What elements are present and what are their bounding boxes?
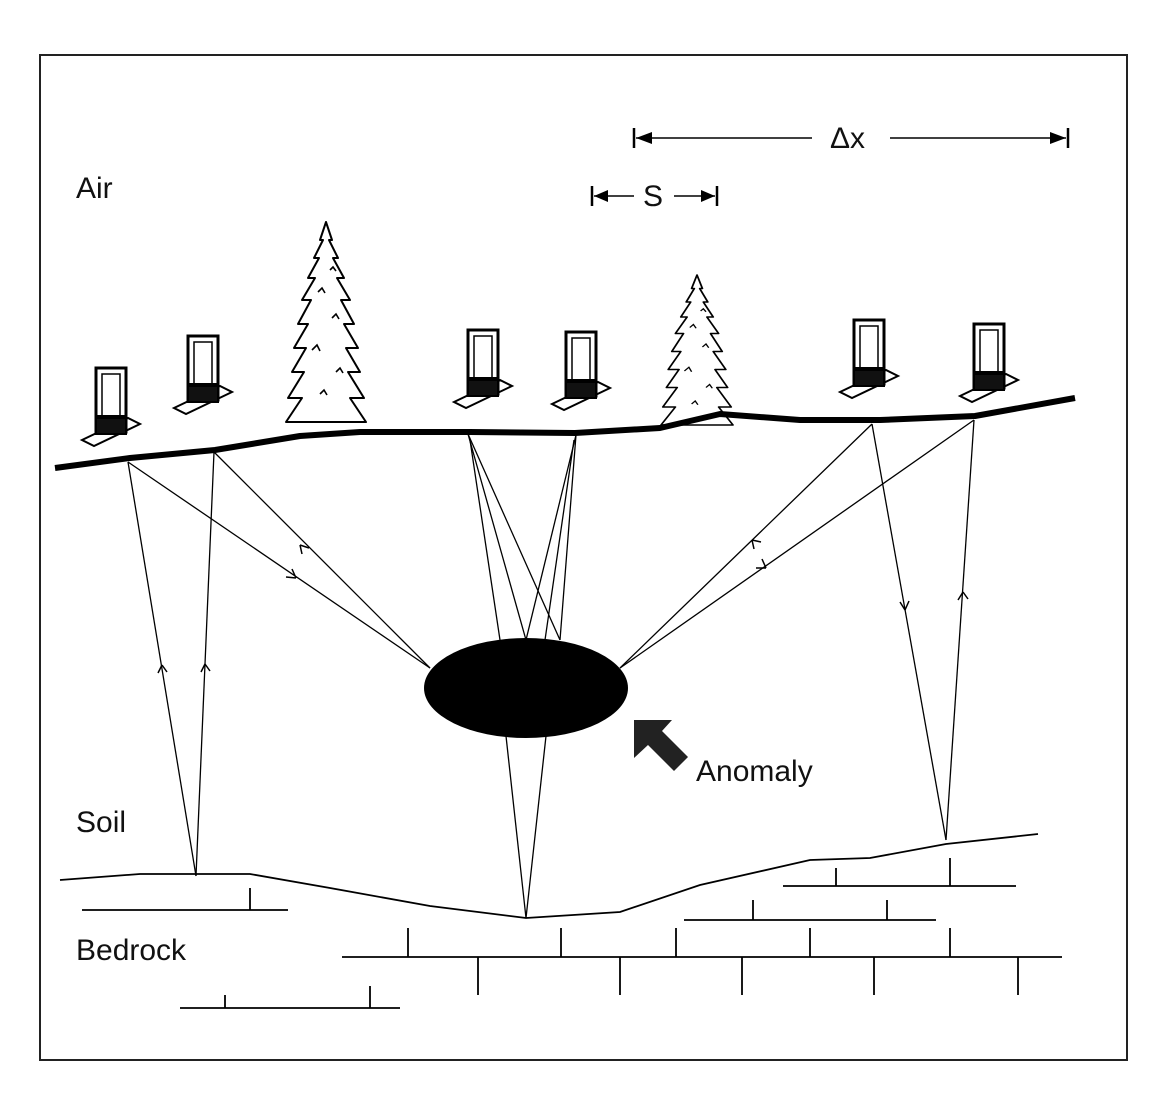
gpr-antenna-icon: [80, 366, 142, 448]
soil-label: Soil: [76, 806, 126, 839]
reflection-rays: [127, 419, 975, 919]
anomaly-body: [424, 638, 628, 738]
spacing-label: S: [643, 180, 663, 213]
spacing-dimension: S: [590, 180, 719, 213]
offset-label: Δx: [830, 122, 865, 155]
gpr-antenna-icon: [452, 328, 514, 410]
gpr-antenna-icon: [550, 330, 612, 412]
gpr-antenna-icon: [838, 318, 900, 400]
ground-surface: [54, 395, 1076, 471]
bedrock-interface: [59, 833, 1039, 919]
offset-dimension: Δx: [632, 122, 1070, 155]
anomaly-label: Anomaly: [696, 755, 813, 788]
bedrock-strata: [82, 858, 1062, 1009]
gpr-antenna-icon: [958, 322, 1020, 404]
figure-frame: [39, 54, 1128, 1061]
bedrock-label: Bedrock: [76, 934, 187, 967]
anomaly-pointer-arrow-icon: [634, 720, 688, 771]
tree-icon: [660, 274, 734, 426]
gpr-antenna-icon: [172, 334, 234, 416]
tree-icon: [285, 221, 367, 423]
air-label: Air: [76, 172, 113, 205]
